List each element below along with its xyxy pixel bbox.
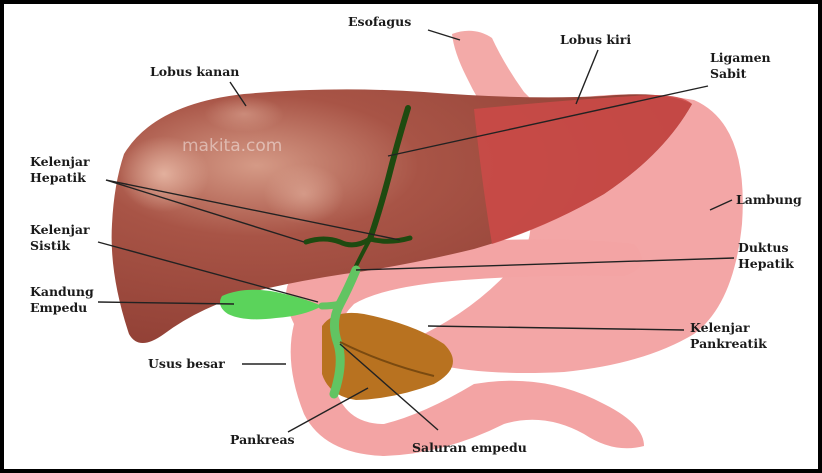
- anatomy-illustration: [4, 4, 818, 469]
- label-kelenjar-sistik: Kelenjar Sistik: [30, 222, 90, 254]
- label-esofagus: Esofagus: [348, 14, 411, 30]
- label-kelenjar-pankreatik: Kelenjar Pankreatik: [690, 320, 767, 352]
- label-kandung-empedu: Kandung Empedu: [30, 284, 94, 316]
- label-kelenjar-hepatik: Kelenjar Hepatik: [30, 154, 90, 186]
- diagram-frame: makita.com Esofagus Lobus kiri Lobus kan…: [4, 4, 818, 469]
- label-duktus-hepatik: Duktus Hepatik: [738, 240, 794, 272]
- label-lambung: Lambung: [736, 192, 802, 208]
- label-usus-besar: Usus besar: [148, 356, 225, 372]
- watermark-text: makita.com: [182, 136, 282, 156]
- label-lobus-kanan: Lobus kanan: [150, 64, 239, 80]
- label-lobus-kiri: Lobus kiri: [560, 32, 631, 48]
- label-saluran-empedu: Saluran empedu: [412, 440, 527, 456]
- label-ligamen-sabit: Ligamen Sabit: [710, 50, 771, 82]
- label-pankreas: Pankreas: [230, 432, 295, 448]
